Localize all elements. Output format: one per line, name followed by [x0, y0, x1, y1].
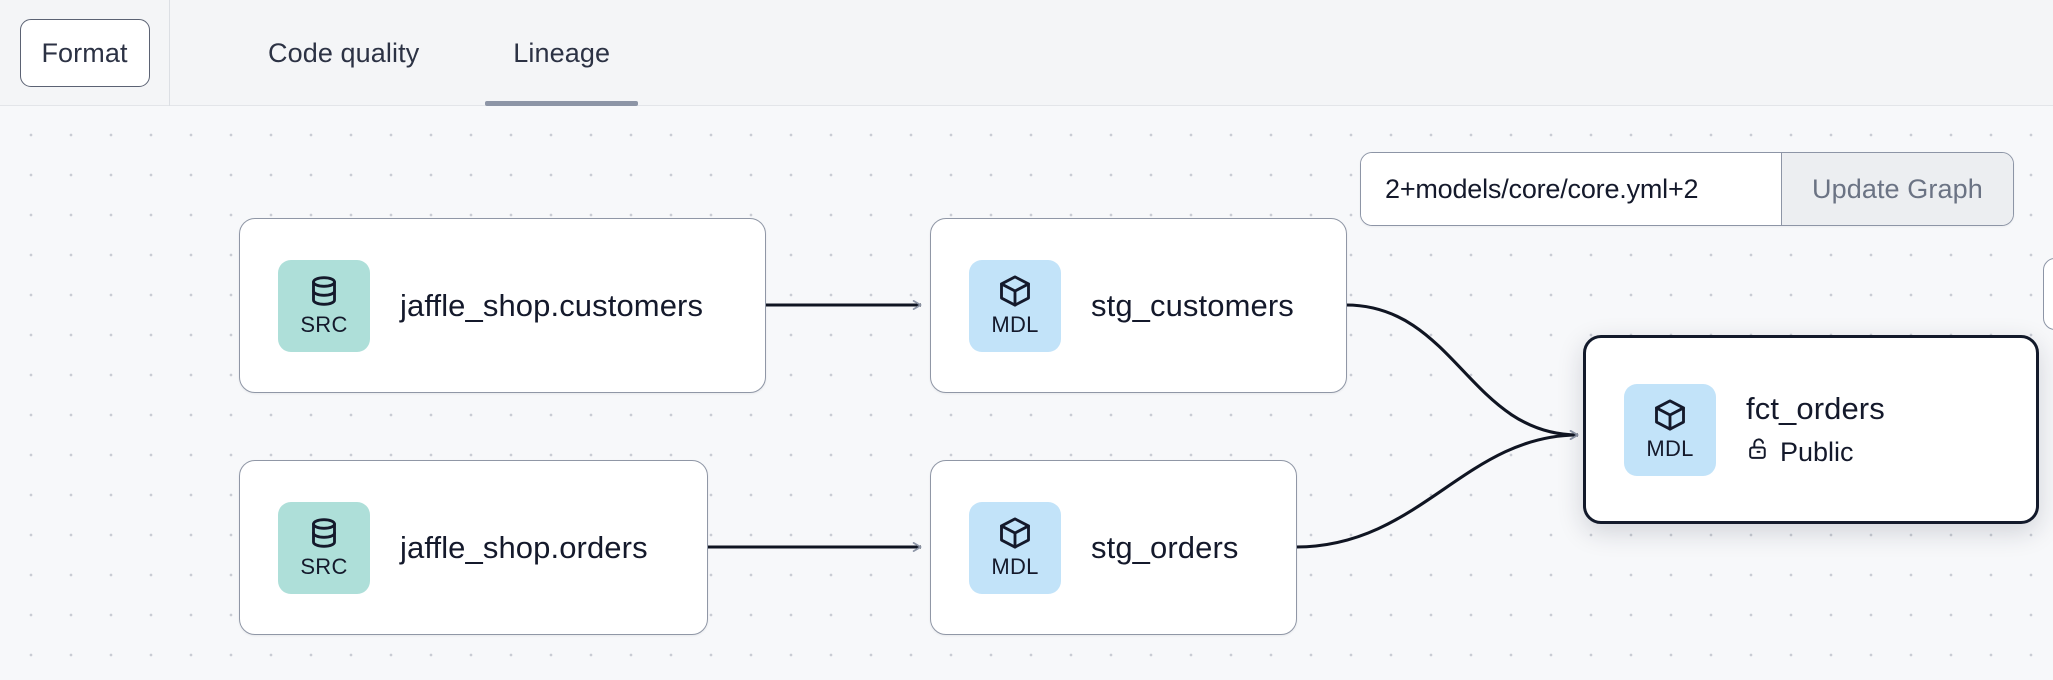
lineage-node-stg-orders[interactable]: MDL stg_orders [930, 460, 1297, 635]
cube-icon [997, 273, 1033, 309]
node-visibility: Public [1746, 436, 1885, 468]
node-title: fct_orders [1746, 391, 1885, 426]
cube-icon [997, 515, 1033, 551]
tab-lineage[interactable]: Lineage [485, 0, 638, 106]
mdl-badge: MDL [969, 259, 1061, 352]
node-title: jaffle_shop.orders [400, 529, 648, 565]
node-title: jaffle_shop.customers [400, 287, 704, 323]
tab-code-quality[interactable]: Code quality [268, 37, 420, 68]
edge-stg-orders-to-fct [1295, 430, 1579, 549]
editor-toolbar: Format Code quality Lineage [0, 0, 2053, 106]
src-badge: SRC [278, 259, 370, 352]
cube-icon [1652, 397, 1688, 433]
node-body: jaffle_shop.orders [400, 530, 648, 566]
database-icon [306, 273, 342, 309]
lineage-node-fct-orders[interactable]: MDL fct_orders Public [1583, 335, 2039, 524]
overflow-control-partial[interactable] [2043, 258, 2053, 330]
mdl-badge: MDL [969, 501, 1061, 594]
badge-label: MDL [1646, 436, 1694, 461]
src-badge: SRC [278, 501, 370, 594]
graph-controls: Update Graph [1360, 152, 2014, 226]
database-icon [306, 515, 342, 551]
badge-label: SRC [300, 554, 348, 579]
node-visibility-label: Public [1780, 436, 1854, 467]
format-button-zone: Format [0, 0, 170, 106]
badge-label: MDL [991, 554, 1039, 579]
lineage-node-jaffle-shop-customers[interactable]: SRC jaffle_shop.customers [239, 218, 766, 393]
node-title: stg_orders [1091, 529, 1239, 565]
node-body: jaffle_shop.customers [400, 288, 703, 324]
edge-stg-customers-to-fct [1345, 303, 1579, 440]
lineage-node-jaffle-shop-orders[interactable]: SRC jaffle_shop.orders [239, 460, 708, 635]
node-body: stg_orders [1091, 530, 1238, 566]
node-selector-input[interactable] [1361, 153, 1781, 225]
node-body: fct_orders Public [1746, 391, 1885, 468]
update-graph-button[interactable]: Update Graph [1781, 153, 2013, 225]
lineage-canvas[interactable]: SRC jaffle_shop.customers MDL stg_custo [0, 106, 2053, 680]
badge-label: SRC [300, 312, 348, 337]
mdl-badge: MDL [1624, 383, 1716, 476]
format-button[interactable]: Format [19, 19, 150, 87]
lineage-node-stg-customers[interactable]: MDL stg_customers [930, 218, 1347, 393]
node-body: stg_customers [1091, 288, 1294, 324]
tab-bar: Code quality Lineage [170, 0, 638, 106]
node-title: stg_customers [1091, 287, 1294, 323]
unlock-icon [1746, 436, 1771, 468]
badge-label: MDL [991, 312, 1039, 337]
